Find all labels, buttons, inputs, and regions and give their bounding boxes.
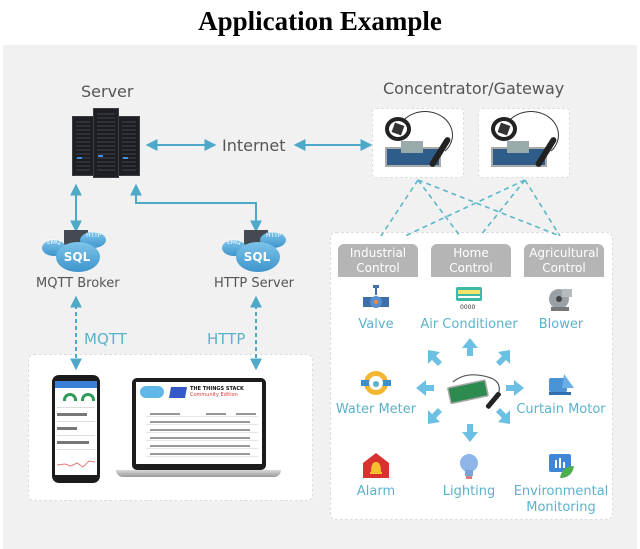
valve-icon — [361, 285, 391, 313]
device-label-line2: Monitoring — [526, 500, 596, 515]
category-line1: Agricultural — [529, 246, 599, 260]
gateway-card-1 — [372, 108, 464, 178]
cloud-tag-sql: SQL — [63, 250, 91, 264]
cloud-tag-emq: EMQ — [47, 239, 61, 246]
category-line2: Control — [449, 261, 493, 275]
server-label: Server — [81, 82, 134, 101]
device-label: Water Meter — [335, 402, 417, 417]
device-label: Air Conditioner — [420, 317, 518, 332]
device-environmental-monitoring: Environmental Monitoring — [506, 452, 616, 516]
device-air-conditioner: 0000 Air Conditioner — [414, 285, 524, 333]
lora-node-board-icon — [447, 372, 507, 412]
device-lighting: Lighting — [414, 452, 524, 500]
server-rack-icon — [72, 108, 140, 180]
air-conditioner-icon: 0000 — [454, 285, 484, 313]
cloud-tag-http: HTTP — [266, 232, 282, 239]
category-line1: Industrial — [349, 246, 407, 260]
cloud-tag-sql: SQL — [243, 250, 271, 264]
category-agricultural-control: Agricultural Control — [524, 244, 604, 277]
things-stack-title: THE THINGS STACK — [190, 386, 244, 392]
lighting-icon — [454, 452, 484, 480]
device-label: Valve — [358, 317, 394, 332]
internet-label: Internet — [222, 136, 286, 155]
category-industrial-control: Industrial Control — [338, 244, 418, 277]
ttn-logo — [140, 386, 164, 398]
cloud-tag-emq: EMQ — [227, 239, 241, 246]
device-label: Environmental — [513, 484, 609, 499]
gateway-card-2 — [478, 108, 570, 178]
environmental-monitoring-icon — [546, 452, 576, 480]
category-line2: Control — [542, 261, 586, 275]
gateway-label: Concentrator/Gateway — [383, 79, 565, 98]
category-line1: Home — [453, 246, 489, 260]
category-line2: Control — [356, 261, 400, 275]
device-water-meter: Water Meter — [321, 370, 431, 418]
device-label: Blower — [538, 317, 584, 332]
device-label: Lighting — [442, 484, 496, 499]
cloud-sql-icon: EMQ HTTP SQL — [222, 230, 292, 276]
mqtt-broker-label: MQTT Broker — [36, 276, 120, 291]
water-meter-icon — [361, 370, 391, 398]
page-title: Application Example — [198, 6, 442, 36]
laptop-dashboard-icon: THE THINGS STACK Community Edition — [116, 378, 281, 483]
device-alarm: Alarm — [321, 452, 431, 500]
svg-text:0000: 0000 — [460, 304, 475, 311]
phone-app-icon — [52, 375, 100, 483]
device-label: Curtain Motor — [516, 402, 606, 417]
device-label: Alarm — [356, 484, 396, 499]
device-valve: Valve — [321, 285, 431, 333]
http-protocol-label: HTTP — [207, 330, 246, 348]
cloud-sql-icon: EMQ HTTP SQL — [42, 230, 112, 276]
things-stack-logo — [169, 387, 187, 398]
alarm-icon — [361, 452, 391, 480]
things-stack-subtitle: Community Edition — [190, 392, 238, 398]
category-home-control: Home Control — [431, 244, 511, 277]
cloud-tag-http: HTTP — [86, 232, 102, 239]
device-curtain-motor: Curtain Motor — [506, 370, 616, 418]
mqtt-protocol-label: MQTT — [84, 330, 127, 348]
curtain-motor-icon — [546, 370, 576, 398]
device-blower: Blower — [506, 285, 616, 333]
http-server-label: HTTP Server — [214, 276, 295, 291]
blower-icon — [546, 285, 576, 313]
